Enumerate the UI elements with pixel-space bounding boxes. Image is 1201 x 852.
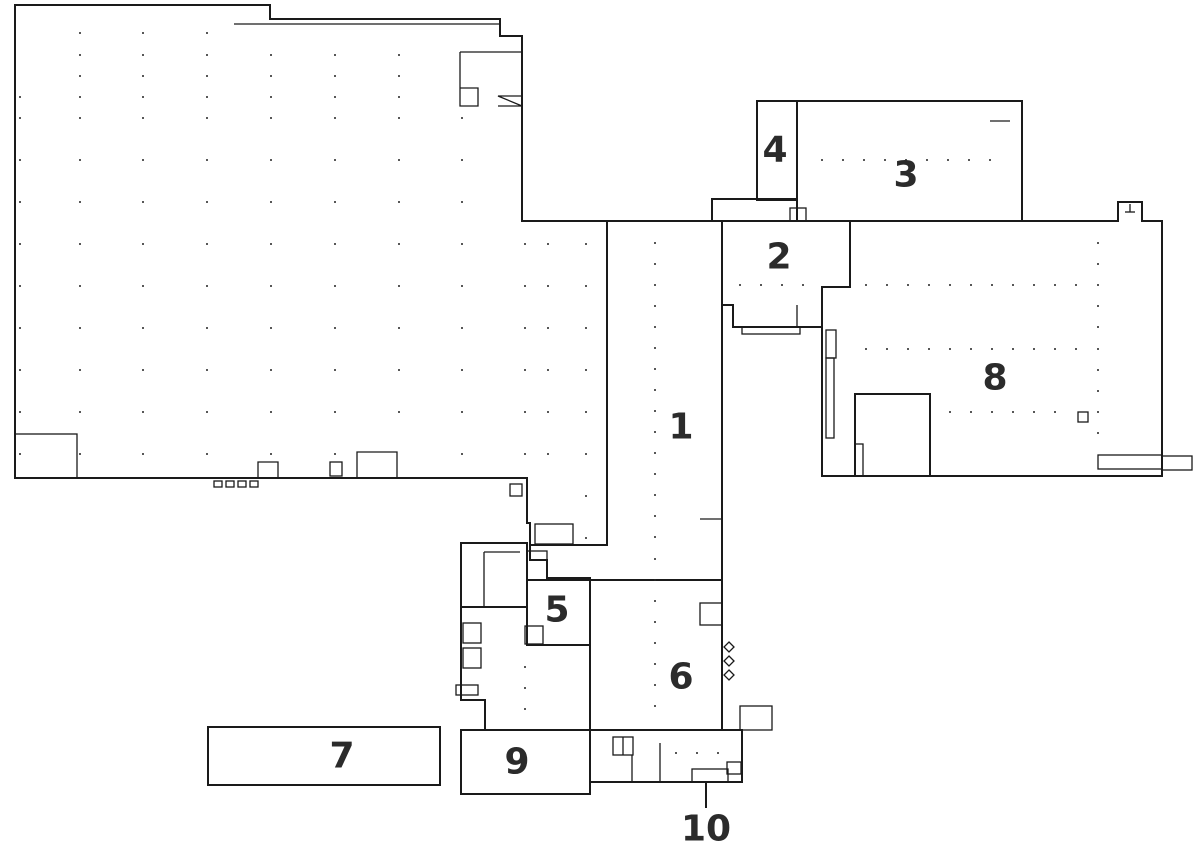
zone-4-label: 4 — [762, 130, 787, 171]
zone-7-label: 7 — [329, 736, 354, 777]
zone-10[interactable] — [589, 729, 743, 783]
zone-8-label: 8 — [982, 358, 1007, 399]
zone-7[interactable] — [207, 726, 441, 786]
zone-6-label: 6 — [668, 657, 693, 698]
zone-1[interactable] — [529, 220, 723, 581]
zone-8[interactable] — [821, 201, 1163, 477]
zone-2-annex — [711, 198, 798, 222]
zone-2-label: 2 — [766, 237, 791, 278]
zone-10-label: 10 — [681, 809, 731, 850]
zone-3-label: 3 — [893, 155, 918, 196]
zone-5-label: 5 — [544, 590, 569, 631]
zone-1-label: 1 — [668, 407, 693, 448]
zone-9-label: 9 — [504, 742, 529, 783]
warehouse-area — [14, 4, 608, 546]
column-grid — [19, 32, 1099, 754]
